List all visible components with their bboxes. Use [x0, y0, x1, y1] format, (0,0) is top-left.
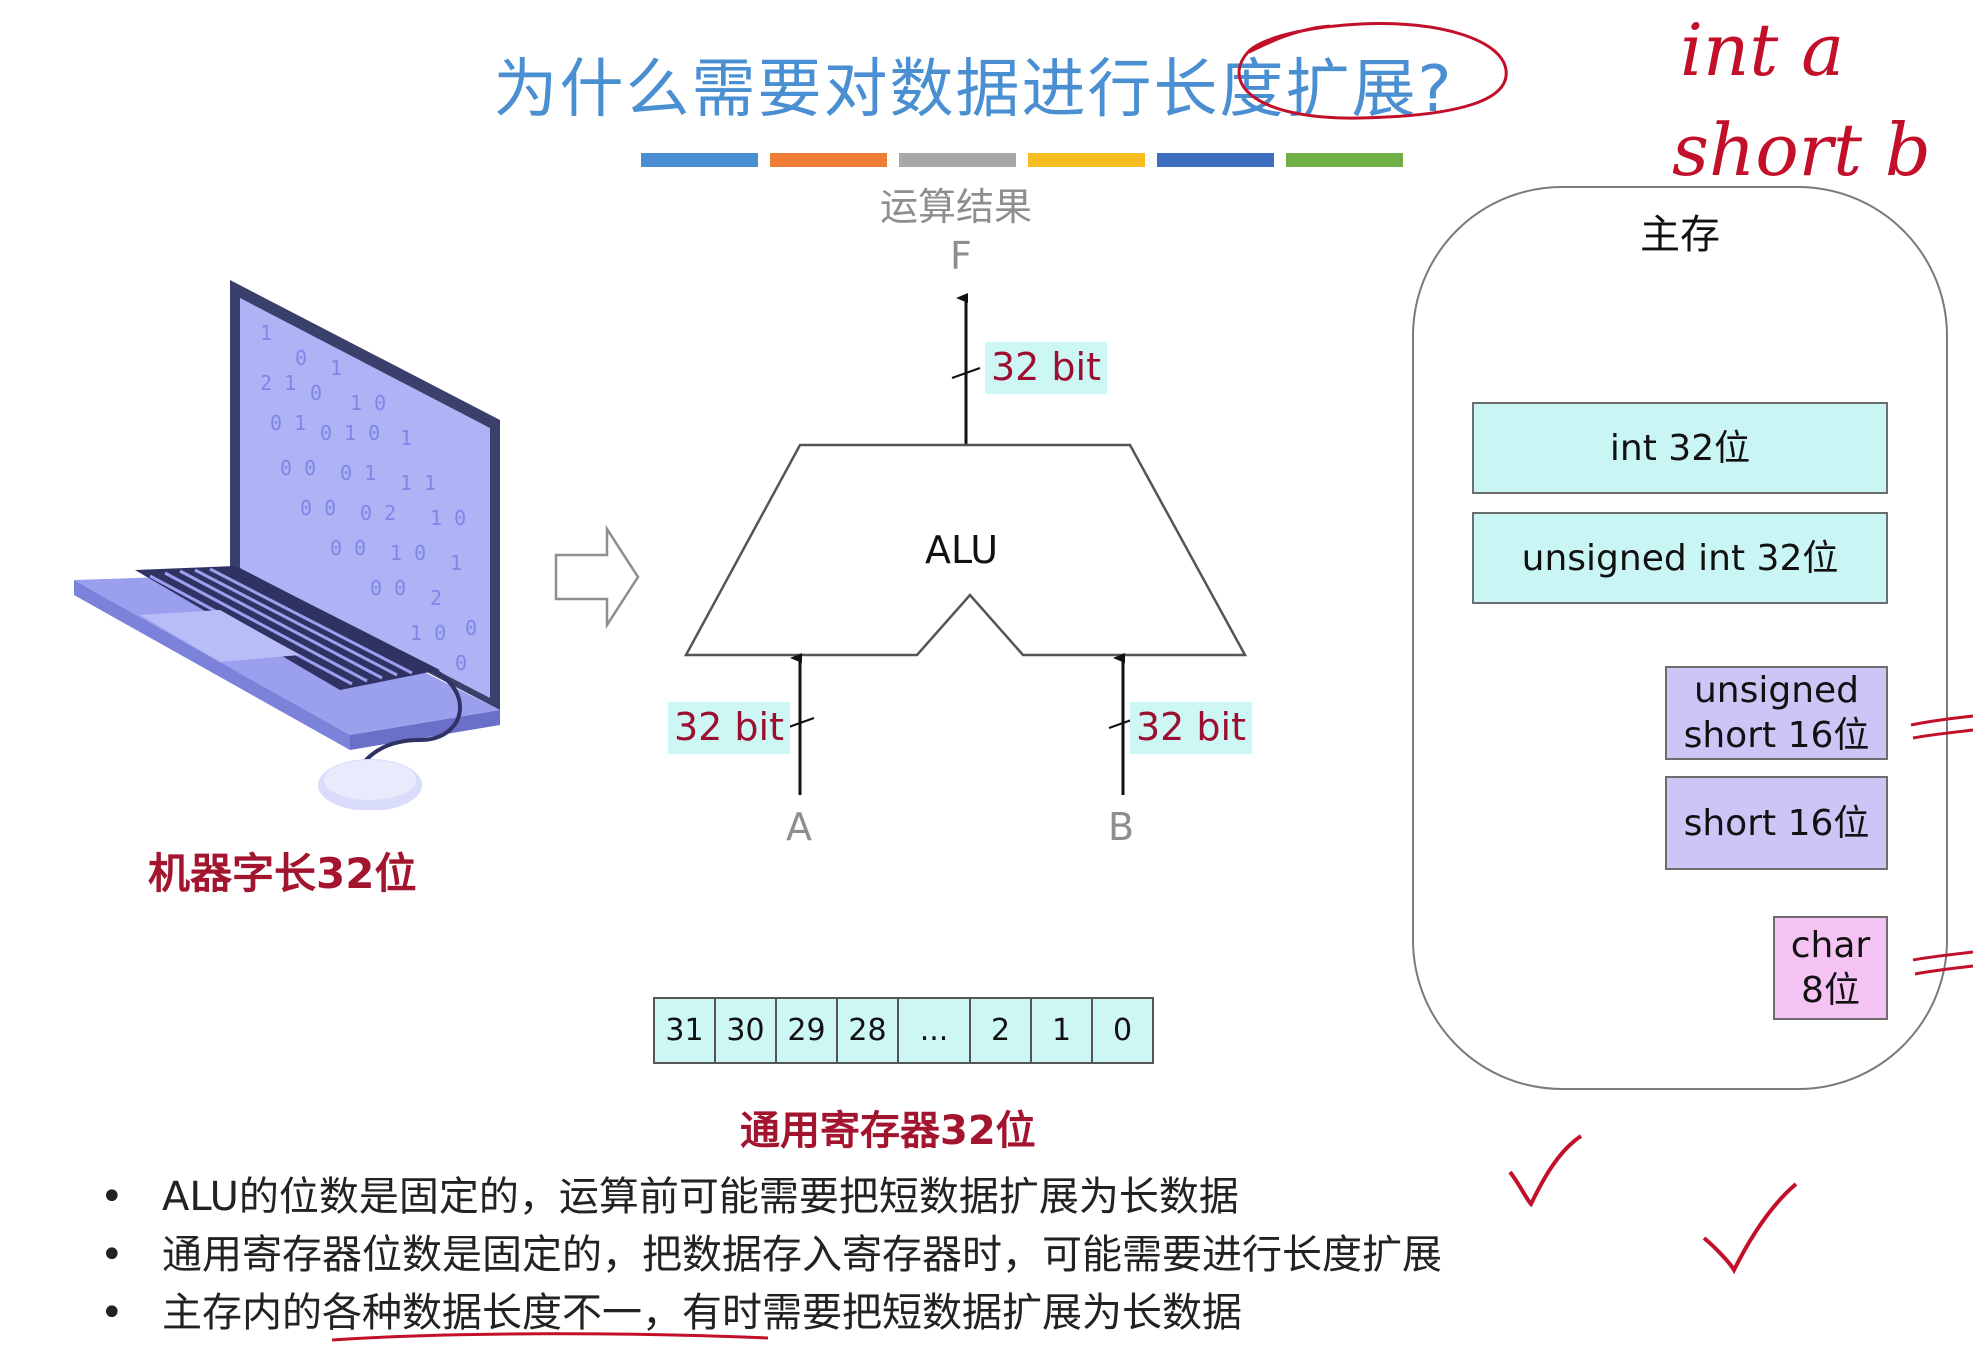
- svg-text:0 0: 0 0: [280, 456, 316, 480]
- handwritten-int-a: int a: [1680, 8, 1845, 92]
- alu-input-a-bits: 32 bit: [668, 702, 791, 754]
- svg-text:0 1 0: 0 1 0: [320, 421, 380, 445]
- register-cell: 0: [1093, 999, 1152, 1062]
- slide-title: 为什么需要对数据进行长度扩展?: [493, 53, 1454, 127]
- svg-text:0: 0: [455, 651, 467, 675]
- bullet-list: ALU的位数是固定的，运算前可能需要把短数据扩展为长数据 通用寄存器位数是固定的…: [100, 1168, 1442, 1342]
- register-cell: 29: [777, 999, 838, 1062]
- svg-text:0 0: 0 0: [370, 576, 406, 600]
- hand-underline-annotation: [331, 1332, 769, 1342]
- svg-text:1: 1: [260, 321, 272, 345]
- memory-item-short: short 16位: [1665, 776, 1888, 870]
- svg-text:1 0: 1 0: [410, 621, 446, 645]
- svg-text:0: 0: [295, 346, 307, 370]
- hollow-arrow-icon: [554, 525, 640, 630]
- register-cell: 30: [716, 999, 777, 1062]
- handwritten-short-b: short b: [1672, 108, 1931, 192]
- alu-diagram: [683, 293, 1248, 795]
- alu-result-label: 运算结果: [880, 185, 1033, 229]
- svg-text:1: 1: [400, 426, 412, 450]
- hand-circle-annotation: [1237, 22, 1508, 120]
- register-cell: 31: [655, 999, 716, 1062]
- memory-item-unsigned-short: unsigned short 16位: [1665, 666, 1888, 760]
- main-memory-container: [1412, 186, 1948, 1090]
- svg-text:0 2: 0 2: [360, 501, 396, 525]
- memory-item-unsigned-int: unsigned int 32位: [1472, 512, 1888, 604]
- color-bar-segment: [770, 153, 887, 167]
- laptop-label: 机器字长32位: [148, 849, 417, 898]
- register-cell: 1: [1032, 999, 1093, 1062]
- svg-text:0: 0: [465, 616, 477, 640]
- color-bar-segment: [1286, 153, 1403, 167]
- color-bar-segment: [641, 153, 758, 167]
- alu-label: ALU: [925, 528, 999, 572]
- color-bar-segment: [899, 153, 1016, 167]
- svg-text:1 0: 1 0: [390, 541, 426, 565]
- svg-text:2: 2: [430, 586, 442, 610]
- alu-output-bits: 32 bit: [985, 342, 1108, 394]
- svg-text:0 0: 0 0: [300, 496, 336, 520]
- svg-text:1 0: 1 0: [430, 506, 466, 530]
- hand-stroke-annotation: [1910, 714, 1974, 976]
- svg-text:1 1: 1 1: [400, 471, 436, 495]
- svg-text:1 0: 1 0: [350, 391, 386, 415]
- svg-text:0: 0: [310, 381, 322, 405]
- check-mark-icon: [1508, 1134, 1583, 1208]
- bullet-item: 主存内的各种数据长度不一，有时需要把短数据扩展为长数据: [100, 1284, 1442, 1342]
- color-bar-segment: [1028, 153, 1145, 167]
- bullet-item: ALU的位数是固定的，运算前可能需要把短数据扩展为长数据: [100, 1168, 1442, 1226]
- memory-item-char: char 8位: [1773, 916, 1888, 1020]
- svg-text:1: 1: [450, 551, 462, 575]
- svg-text:0 0: 0 0: [330, 536, 366, 560]
- alu-input-b-name: B: [1108, 805, 1135, 849]
- alu-output-name: F: [950, 234, 972, 278]
- alu-input-b-bits: 32 bit: [1130, 702, 1253, 754]
- register-label: 通用寄存器32位: [740, 1108, 1036, 1154]
- svg-text:2 1: 2 1: [260, 371, 296, 395]
- check-mark-icon: [1702, 1182, 1798, 1275]
- register-cell: 2: [971, 999, 1032, 1062]
- bullet-item: 通用寄存器位数是固定的，把数据存入寄存器时，可能需要进行长度扩展: [100, 1226, 1442, 1284]
- alu-input-a-name: A: [786, 805, 812, 849]
- svg-text:0 1: 0 1: [270, 411, 306, 435]
- register-bits: 31 30 29 28 ... 2 1 0: [653, 997, 1154, 1064]
- register-cell: ...: [899, 999, 971, 1062]
- register-cell: 28: [838, 999, 899, 1062]
- color-bar-segment: [1157, 153, 1274, 167]
- svg-text:1: 1: [330, 356, 342, 380]
- main-memory-title: 主存: [1640, 212, 1720, 258]
- memory-item-int: int 32位: [1472, 402, 1888, 494]
- color-bar: [641, 153, 1403, 167]
- svg-text:0 1: 0 1: [340, 461, 376, 485]
